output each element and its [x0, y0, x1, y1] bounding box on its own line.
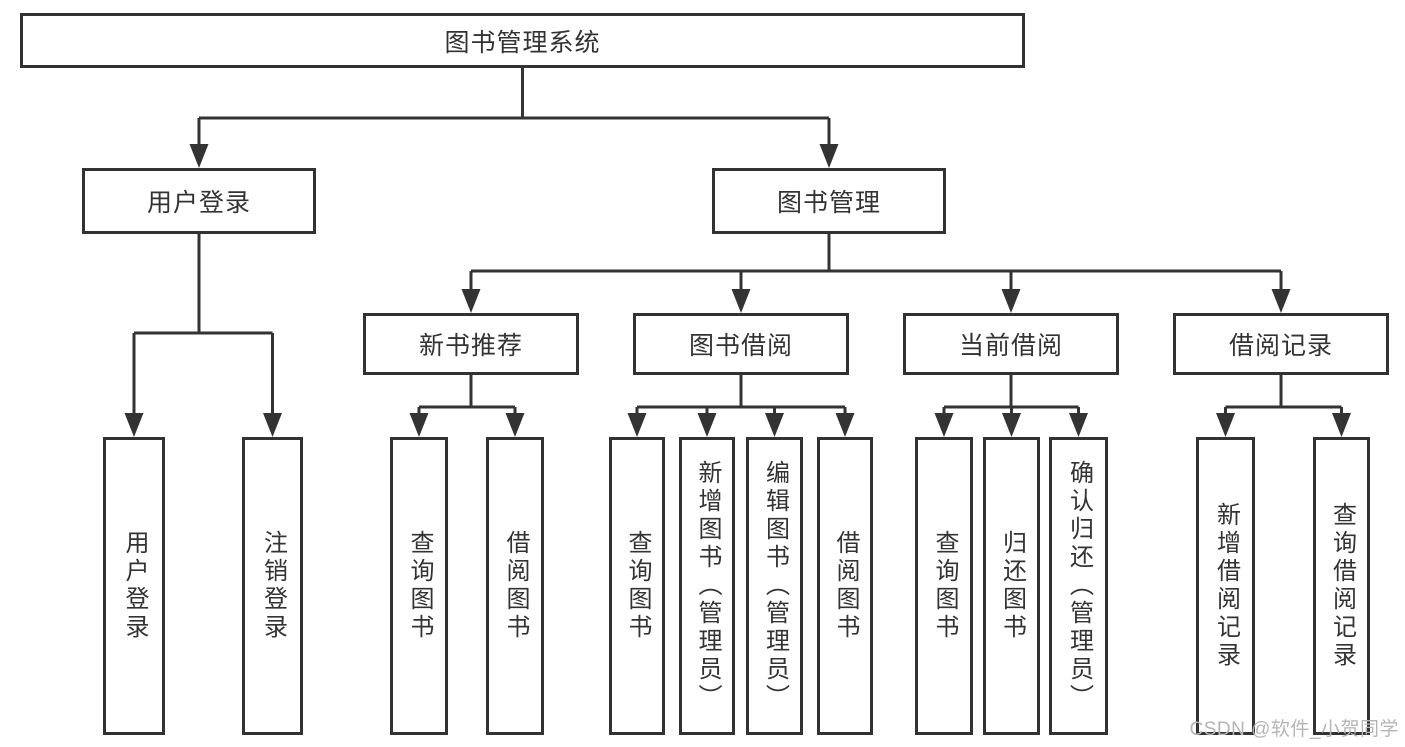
leaf-query-borrow-record: 查询借阅记录 [1313, 437, 1370, 735]
leaf-borrow-book-label: 借阅图书 [832, 530, 859, 642]
leaf-edit-book-admin: 编辑图书（管理员） [746, 437, 803, 735]
leaf-logout: 注销登录 [242, 437, 303, 735]
node-root: 图书管理系统 [20, 13, 1025, 68]
node-root-label: 图书管理系统 [444, 28, 601, 57]
leaf-add-borrow-record-label: 新增借阅记录 [1212, 502, 1240, 670]
leaf-confirm-return-admin-label: 确认归还（管理员） [1065, 460, 1093, 712]
leaf-recommend-query-book: 查询图书 [390, 437, 448, 735]
leaf-user-login-label: 用户登录 [121, 530, 148, 642]
node-book-borrow: 图书借阅 [633, 313, 849, 375]
leaf-user-login: 用户登录 [103, 437, 165, 735]
leaf-current-query-book-label: 查询图书 [931, 530, 958, 642]
leaf-add-book-admin-label: 新增图书（管理员） [694, 460, 721, 712]
leaf-add-book-admin: 新增图书（管理员） [679, 437, 735, 735]
arrowheads [124, 144, 1351, 437]
node-user-login-label: 用户登录 [146, 189, 251, 217]
node-borrow-records-label: 借阅记录 [1228, 332, 1333, 360]
leaf-return-book: 归还图书 [983, 437, 1040, 735]
leaf-borrow-book: 借阅图书 [817, 437, 873, 735]
leaf-current-query-book: 查询图书 [915, 437, 973, 735]
node-borrow-records: 借阅记录 [1173, 313, 1389, 375]
node-book-management: 图书管理 [712, 168, 946, 234]
leaf-edit-book-admin-label: 编辑图书（管理员） [761, 460, 789, 712]
node-book-borrow-label: 图书借阅 [688, 332, 793, 360]
leaf-logout-label: 注销登录 [259, 530, 287, 642]
node-book-management-label: 图书管理 [776, 189, 881, 217]
watermark: CSDN @软件_小贺同学 [1189, 719, 1399, 740]
node-new-book-recommend-label: 新书推荐 [418, 332, 523, 360]
leaf-borrow-query-book-label: 查询图书 [624, 530, 651, 642]
leaf-confirm-return-admin: 确认归还（管理员） [1049, 437, 1108, 735]
leaf-borrow-query-book: 查询图书 [609, 437, 665, 735]
leaf-add-borrow-record: 新增借阅记录 [1196, 437, 1255, 735]
leaf-query-borrow-record-label: 查询借阅记录 [1328, 502, 1356, 670]
leaf-recommend-borrow-book-label: 借阅图书 [502, 530, 529, 642]
node-current-borrow: 当前借阅 [903, 313, 1119, 375]
node-user-login: 用户登录 [82, 168, 316, 234]
leaf-return-book-label: 归还图书 [998, 530, 1026, 642]
node-current-borrow-label: 当前借阅 [958, 332, 1063, 360]
leaf-recommend-borrow-book: 借阅图书 [486, 437, 544, 735]
leaf-recommend-query-book-label: 查询图书 [406, 530, 433, 642]
node-new-book-recommend: 新书推荐 [363, 313, 579, 375]
